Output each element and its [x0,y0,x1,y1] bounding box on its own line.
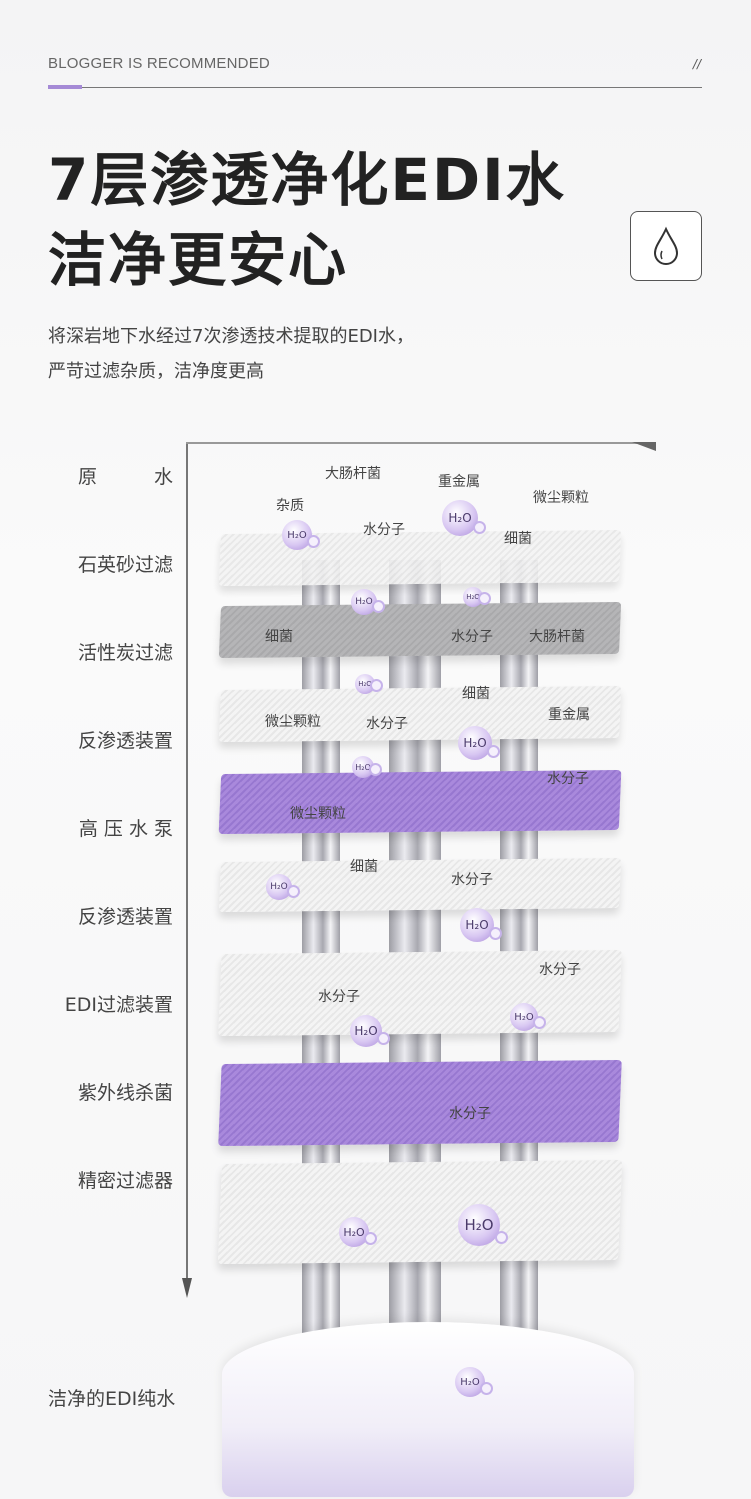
stage-label: 反渗透装置 [77,730,173,752]
clean-water-basin [222,1322,634,1497]
contaminant-label: 大肠杆菌 [529,629,585,645]
h2o-molecule: H₂O [350,1015,390,1047]
contaminant-label: 微尘颗粒 [290,806,346,822]
h2o-molecule: H₂O [282,520,320,550]
filter-layer-precision [217,1159,623,1265]
contaminant-label: 水分子 [318,989,360,1005]
contaminant-label: 水分子 [449,1106,491,1122]
axis-arrow-down [182,1278,192,1298]
contaminant-label: 细菌 [350,859,378,875]
subtitle-line-2: 严苛过滤杂质，洁净度更高 [48,361,264,382]
contaminant-label: 微尘颗粒 [265,714,321,730]
filter-layer-uv [218,1059,622,1147]
stage-label: 洁净的EDI纯水 [48,1388,176,1410]
h2o-molecule: H₂O [351,589,385,615]
h2o-molecule: H₂O [266,874,300,900]
section-header-label: BLOGGER IS RECOMMENDED [48,55,270,72]
contaminant-label: 水分子 [547,771,589,787]
title-line-1: 7层渗透净化EDI水 [48,146,566,214]
contaminant-label: 细菌 [265,629,293,645]
contaminant-label: 细菌 [504,531,532,547]
h2o-molecule: H₂O [442,500,486,536]
stage-label: 反渗透装置 [77,906,173,928]
contaminant-label: 水分子 [451,872,493,888]
subtitle-line-1: 将深岩地下水经过7次渗透技术提取的EDI水， [48,326,414,347]
stage-label: 活性炭过滤 [77,642,173,664]
h2o-molecule: H₂O [510,1003,546,1031]
h2o-molecule: H₂O [339,1217,377,1247]
h2o-molecule: H₂O [352,756,382,778]
filter-layer-quartz-sand [218,529,622,587]
contaminant-label: 微尘颗粒 [533,490,589,506]
contaminant-label: 大肠杆菌 [325,466,381,482]
contaminant-label: 水分子 [366,716,408,732]
axis-arrow-right [632,442,656,451]
contaminant-label: 水分子 [451,629,493,645]
stage-label: 原 水 [77,466,173,488]
stage-label: 高 压 水 泵 [78,818,173,840]
title-line-2: 洁净更安心 [48,226,349,294]
h2o-molecule: H₂O [455,1367,493,1397]
page-title: 7层渗透净化EDI水 洁净更安心 [48,140,566,300]
h2o-molecule: H₂O [463,587,491,607]
contaminant-label: 重金属 [548,707,590,723]
stage-label: 石英砂过滤 [77,554,173,576]
process-axis [186,442,188,1287]
axis-top-line [186,442,646,444]
h2o-molecule: H₂O [458,726,500,760]
h2o-molecule: H₂O [460,908,502,942]
contaminant-label: 水分子 [363,522,405,538]
stage-label: 精密过滤器 [77,1170,173,1192]
contaminant-label: 细菌 [462,686,490,702]
h2o-molecule: H₂O [355,674,383,694]
header-mark: // [692,57,701,71]
h2o-molecule: H₂O [458,1204,508,1246]
header-accent-bar [48,85,82,89]
contaminant-label: 杂质 [276,498,304,514]
water-drop-icon [630,211,702,281]
stage-label: EDI过滤装置 [64,994,173,1016]
contaminant-label: 重金属 [438,474,480,490]
header-divider [48,87,702,88]
contaminant-label: 水分子 [539,962,581,978]
stage-label: 紫外线杀菌 [77,1082,173,1104]
